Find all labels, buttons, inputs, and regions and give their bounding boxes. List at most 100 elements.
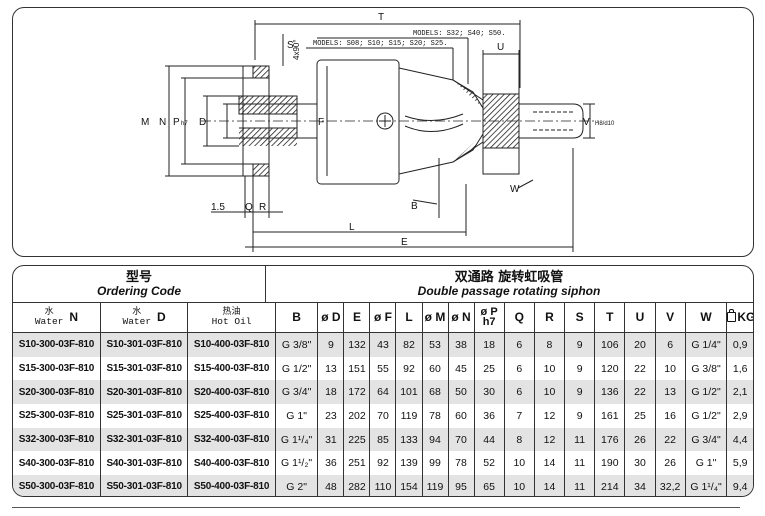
siphon-title-cn: 双通路 旋转虹吸管 [454, 270, 564, 285]
dim-label-p-tolerance: h7 [181, 121, 188, 127]
col-header-r: R [533, 302, 565, 333]
dimension-cell: 94 [421, 427, 449, 452]
ordering-code-cell: S15-301-03F-810 [99, 356, 188, 381]
dimension-cell: 101 [395, 380, 422, 405]
dimension-cell: 44 [473, 427, 505, 452]
dimension-cell: 0,9 [726, 332, 753, 357]
dim-label-t: T [378, 12, 384, 23]
dimension-cell: 32,2 [654, 475, 686, 496]
dimension-cell: 190 [594, 451, 625, 476]
dimension-cell: 8 [533, 332, 565, 357]
dimension-cell: 48 [317, 475, 344, 496]
col-header-l: L [395, 302, 422, 333]
dimension-cell: G 2" [274, 475, 318, 496]
dimension-cell: 2,9 [726, 404, 753, 428]
dimension-cell: 136 [594, 380, 625, 405]
dimension-cell: 9 [317, 332, 344, 357]
col-header-n: ø N [447, 302, 475, 333]
dimension-cell: 11 [564, 427, 595, 452]
ordering-code-en: Ordering Code [96, 284, 181, 298]
dimension-cell: 26 [624, 427, 656, 452]
dimension-cell: G 3/8" [684, 356, 727, 381]
ordering-code-cell: S40-300-03F-810 [18, 457, 95, 469]
dimension-cell: 16 [654, 404, 686, 428]
dim-label-n: N [159, 117, 166, 128]
dimension-cell: 4,4 [726, 427, 753, 452]
ordering-code-cell: S20-301-03F-810 [99, 380, 188, 405]
dimension-cell: 68 [421, 380, 449, 405]
dimension-cell: G 1" [274, 404, 318, 428]
dimension-cell: 18 [473, 332, 505, 357]
ordering-code-cell: S50-301-03F-810 [99, 475, 188, 496]
ordering-code-cell: S25-400-03F-810 [187, 404, 276, 428]
weight-icon [727, 309, 737, 322]
dimension-cell: G 1¹/₄" [274, 427, 318, 452]
dimension-cell: 34 [624, 475, 656, 496]
dimension-cell: 22 [624, 356, 656, 381]
dimension-cell: 13 [654, 380, 686, 405]
col-header-u: U [624, 302, 656, 333]
dimension-cell: 85 [369, 427, 396, 452]
dimension-cell: 151 [343, 356, 370, 381]
dimension-cell: 65 [473, 475, 505, 496]
dimension-cell: 2,1 [726, 380, 753, 405]
ordering-code-cell: S15-300-03F-810 [18, 363, 95, 375]
dimension-cell: G 1/2" [274, 356, 318, 381]
dimension-cell: 10 [654, 356, 686, 381]
dim-label-e: E [401, 237, 408, 248]
dimension-cell: 30 [624, 451, 656, 476]
siphon-header: 双通路 旋转虹吸管 Double passage rotating siphon [265, 266, 753, 303]
dim-label-s: S [287, 40, 294, 51]
dimension-cell: 6 [503, 380, 535, 405]
dimension-cell: 78 [447, 451, 475, 476]
dim-label-q: Q [245, 202, 253, 213]
dimension-cell: 26 [654, 451, 686, 476]
dimension-cell: 22 [624, 380, 656, 405]
technical-drawing: T S 4x90° U MODELS: S32; S40; S50. MODEL… [12, 7, 754, 257]
specifications-table: 型号 Ordering Code 双通路 旋转虹吸管 Double passag… [12, 265, 754, 497]
dim-label-b: B [411, 201, 418, 212]
dim-label-r: R [259, 202, 266, 213]
ordering-code-cell: S32-300-03F-810 [13, 427, 101, 452]
dimension-cell: 43 [369, 332, 396, 357]
dimension-cell: 70 [447, 427, 475, 452]
dim-label-p: P [173, 117, 180, 128]
dimension-cell: 214 [594, 475, 625, 496]
dimension-cell: 50 [447, 380, 475, 405]
dimension-cell: 60 [447, 404, 475, 428]
ordering-code-cell: S50-400-03F-810 [187, 475, 276, 496]
dimension-cell: G 1/2" [684, 380, 727, 405]
dimension-cell: 161 [594, 404, 625, 428]
dimension-cell: 25 [624, 404, 656, 428]
dimension-cell: 52 [473, 451, 505, 476]
models-note-small: MODELS: S08; S10; S15; S20; S25. [313, 40, 447, 48]
dimension-cell: G 3/4" [684, 427, 727, 452]
dimension-cell: 95 [447, 475, 475, 496]
ordering-code-cell: S10-400-03F-810 [187, 332, 276, 357]
dim-label-d: D [199, 117, 206, 128]
ordering-code-cell: S25-301-03F-810 [99, 404, 188, 428]
dimension-cell: 13 [317, 356, 344, 381]
col-header-t: T [594, 302, 625, 333]
ordering-code-cell: S20-300-03F-810 [13, 380, 101, 405]
dimension-cell: 282 [343, 475, 370, 496]
dimension-cell: 14 [533, 451, 565, 476]
dimension-cell: 7 [503, 404, 535, 428]
col-header-w: W [684, 302, 727, 333]
dimension-cell: 45 [447, 356, 475, 381]
col-header-s: S [564, 302, 595, 333]
dimension-cell: 251 [343, 451, 370, 476]
dimension-cell: G 3/4" [274, 380, 318, 405]
dim-label-w: W [510, 184, 520, 195]
dimension-cell: 5,9 [726, 451, 753, 476]
ordering-code-cell: S40-400-03F-810 [187, 451, 276, 476]
dimension-cell: 12 [533, 427, 565, 452]
dimension-cell: 12 [533, 404, 565, 428]
